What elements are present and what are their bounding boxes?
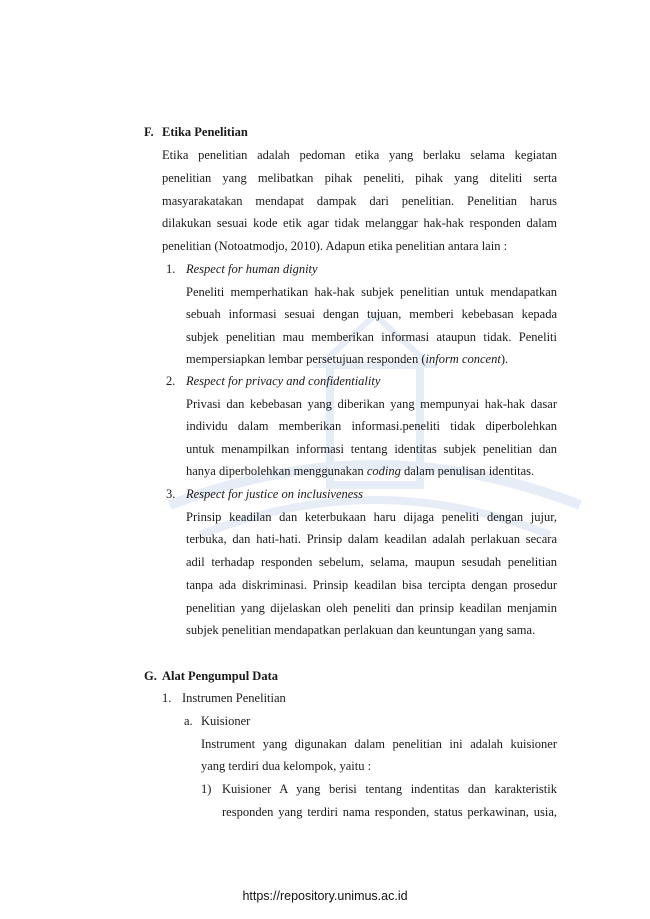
ethics-item-line: adil terhadap responden sebelum, selama,… [186, 555, 557, 569]
italic-term: inform concent [425, 352, 501, 366]
ethics-item-title: Respect for human dignity [186, 262, 318, 276]
ethics-item-line: tanpa ada diskriminasi. Prinsip keadilan… [186, 578, 557, 592]
ethics-item-title: Respect for justice on inclusiveness [186, 487, 364, 501]
ethics-item-line: sebuah informasi sesuai dengan tujuan, m… [186, 307, 557, 321]
section-f-intro-line: penelitian yang melibatkan pihak penelit… [162, 171, 557, 185]
section-f-letter: F. [144, 125, 154, 139]
ethics-item-line: subjek penelitian mau memberikan informa… [186, 330, 557, 344]
section-f-heading: F. Etika Penelitian [144, 125, 248, 140]
ethics-item-last-line: subjek penelitian mendapatkan perlakuan … [186, 623, 536, 637]
ethics-item-line: penelitian yang dijelaskan oleh peneliti… [186, 601, 557, 615]
ethics-item-last-line: mempersiapkan lembar persetujuan respond… [186, 352, 508, 367]
ethics-item-number: 2. [166, 374, 176, 388]
ethics-item-title: Respect for privacy and confidentiality [186, 374, 381, 388]
italic-term: coding [366, 464, 401, 478]
subsection-title: Instrumen Penelitian [182, 691, 286, 705]
ethics-item-line: Prinsip keadilan dan keterbukaan haru di… [186, 510, 557, 524]
kuisioner-line: Instrument yang digunakan dalam peneliti… [201, 737, 557, 751]
kuisioner-last-line: yang terdiri dua kelompok, yaitu : [201, 759, 372, 773]
section-g-title: Alat Pengumpul Data [162, 669, 278, 683]
kuisioner-item-line: responden yang terdiri nama responden, s… [222, 805, 557, 819]
text-run: hanya diperbolehkan menggunakan [186, 464, 367, 478]
section-f-intro-line: dilakukan sesuai kode etik agar tidak me… [162, 216, 557, 230]
ethics-item-number: 1. [166, 262, 176, 276]
section-f-intro-line: penelitian (Notoatmodjo, 2010). Adapun e… [162, 239, 508, 253]
ethics-item-line: terbuka, dan hati-hati. Prinsip dalam ke… [186, 532, 557, 546]
subsection-a-letter: a. [184, 714, 193, 728]
ethics-item-line: untuk menampilkan informasi tentang iden… [186, 442, 557, 456]
ethics-item-line: Peneliti memperhatikan hak-hak subjek pe… [186, 285, 557, 299]
text-run: mempersiapkan lembar persetujuan respond… [186, 352, 426, 366]
text-run: ). [500, 352, 509, 366]
section-g-letter: G. [144, 669, 157, 683]
kuisioner-item-line: Kuisioner A yang berisi tentang indentit… [222, 782, 557, 796]
section-f-intro-line: Etika penelitian adalah pedoman etika ya… [162, 148, 557, 162]
ethics-item-line: Privasi dan kebebasan yang diberikan yan… [186, 397, 557, 411]
kuisioner-item-number: 1) [201, 782, 212, 796]
repository-url: https://repository.unimus.ac.id [242, 889, 408, 903]
subsection-a-title: Kuisioner [201, 714, 251, 728]
ethics-item-number: 3. [166, 487, 176, 501]
section-f-intro-line: masyarakatakan mendapat dampak dari pene… [162, 194, 557, 208]
ethics-item-line: individu dalam memberikan informasi.pene… [186, 419, 557, 433]
section-f-title: Etika Penelitian [162, 125, 248, 139]
text-run: dalam penulisan identitas. [400, 464, 535, 478]
ethics-item-last-line: hanya diperbolehkan menggunakan coding d… [186, 464, 534, 479]
subsection-number: 1. [162, 691, 172, 705]
section-g-heading: G. Alat Pengumpul Data [144, 669, 278, 684]
